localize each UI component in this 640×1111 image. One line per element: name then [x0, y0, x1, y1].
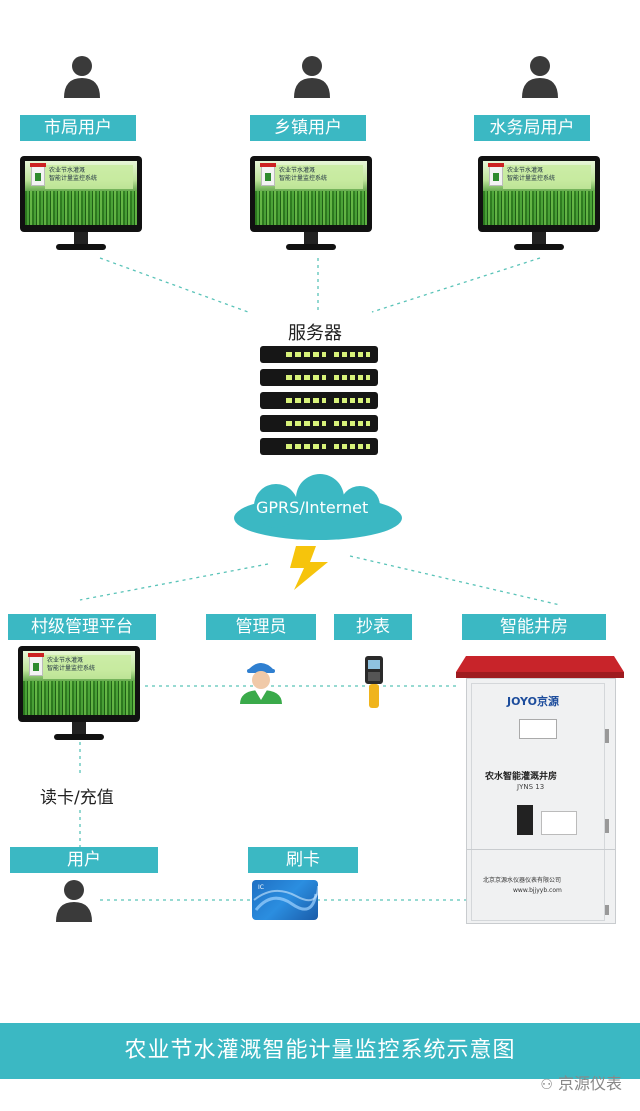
- diagram-title-banner: 农业节水灌溉智能计量监控系统示意图: [0, 1023, 640, 1079]
- label-swipe-card: 刷卡: [248, 847, 358, 873]
- label-admin: 管理员: [206, 614, 316, 640]
- monitor-city: 农业节水灌溉智能计量监控系统: [20, 156, 142, 256]
- label-city-user: 市局用户: [20, 115, 136, 141]
- user-icon-water-bureau: [522, 56, 558, 98]
- ic-card-icon: IC: [252, 880, 318, 920]
- cabinet-body: JOYO京源 农水智能灌溉井房 JYNS 13 北京京源水仪器仪表有限公司 ww…: [466, 678, 616, 924]
- screen-line-1: 农业节水灌溉: [47, 657, 84, 664]
- monitor-township: 农业节水灌溉智能计量监控系统: [250, 156, 372, 256]
- cabinet-model: JYNS 13: [517, 783, 545, 791]
- cabinet-company: 北京京源水仪器仪表有限公司: [483, 877, 562, 884]
- monitor-village-platform: 农业节水灌溉智能计量监控系统: [18, 646, 140, 746]
- screen-line-2: 智能计量监控系统: [279, 175, 328, 182]
- cabinet-display: [519, 719, 557, 739]
- wechat-icon: ⚇: [540, 1077, 553, 1093]
- server-label: 服务器: [288, 323, 342, 344]
- cabinet-website: www.bjjyyb.com: [513, 887, 562, 894]
- admin-icon: [240, 663, 282, 704]
- cloud-icon: [234, 474, 402, 540]
- screen-line-2: 智能计量监控系统: [507, 175, 556, 182]
- cabinet-window: [541, 811, 577, 835]
- user-icon-farmer: [56, 880, 92, 922]
- label-village-platform: 村级管理平台: [8, 614, 156, 640]
- smart-well-house-cabinet: JOYO京源 农水智能灌溉井房 JYNS 13 北京京源水仪器仪表有限公司 ww…: [456, 656, 624, 928]
- label-meter-reading: 抄表: [334, 614, 412, 640]
- watermark: ⚇ 京源仪表: [540, 1070, 622, 1094]
- card-slot-icon: [517, 805, 533, 835]
- cabinet-brand: JOYO京源: [507, 695, 559, 708]
- screen-line-1: 农业节水灌溉: [49, 167, 86, 174]
- user-icon-city: [64, 56, 100, 98]
- lightning-icon: [290, 546, 328, 590]
- label-user: 用户: [10, 847, 158, 873]
- network-label: GPRS/Internet: [256, 498, 369, 517]
- server-rack-icon: [260, 346, 378, 458]
- cabinet-title: 农水智能灌溉井房: [485, 772, 558, 782]
- monitor-water-bureau: 农业节水灌溉智能计量监控系统: [478, 156, 600, 256]
- screen-line-1: 农业节水灌溉: [507, 167, 544, 174]
- cabinet-roof: [456, 656, 624, 678]
- screen-line-1: 农业节水灌溉: [279, 167, 316, 174]
- screen-line-2: 智能计量监控系统: [49, 175, 98, 182]
- read-recharge-label: 读卡/充值: [40, 788, 114, 808]
- label-water-bureau-user: 水务局用户: [474, 115, 590, 141]
- label-township-user: 乡镇用户: [250, 115, 366, 141]
- watermark-text: 京源仪表: [557, 1074, 622, 1093]
- user-icon-township: [294, 56, 330, 98]
- card-text: IC: [258, 884, 264, 891]
- screen-line-2: 智能计量监控系统: [47, 665, 96, 672]
- label-smart-well-house: 智能井房: [462, 614, 606, 640]
- handheld-reader-icon: [365, 656, 383, 708]
